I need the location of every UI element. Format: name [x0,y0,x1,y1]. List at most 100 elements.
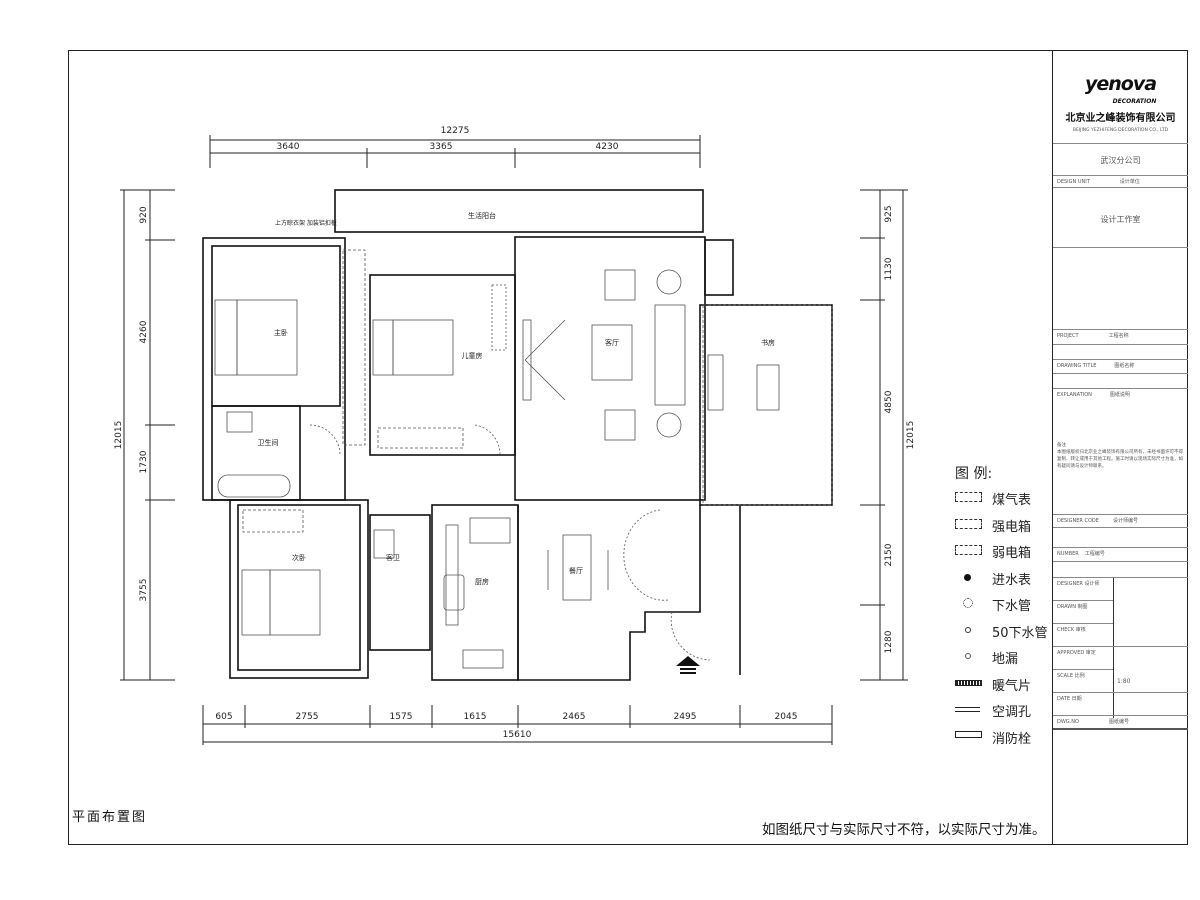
legend-label: 消防栓 [992,731,1032,747]
legend-item: 50下水管 [955,622,1048,649]
dimension-bottom [202,705,833,745]
dimension-disclaimer: 如图纸尺寸与实际尺寸不符，以实际尺寸为准。 [762,822,1046,838]
title-block: yenova DECORATION 北京业之峰装饰有限公司 BEIJING YE… [1052,50,1188,845]
legend-item: 弱电箱 [955,542,1048,569]
dim-left: 4260 [139,320,149,343]
radiator-icon [955,679,982,686]
label: DESIGNER [1057,581,1083,587]
legend-label: 地漏 [992,652,1019,667]
value: 审定 [1085,650,1096,656]
label: DWG.NO [1057,719,1079,725]
dim-bottom: 2045 [775,712,798,722]
room-label-kitchen: 厨房 [475,577,489,586]
dim-right: 925 [884,205,894,222]
drain-pipe-50-icon [965,626,971,633]
room-label-balcony: 生活阳台 [468,211,496,220]
drawing-title-field: DRAWING TITLE 图纸名称 [1053,360,1188,374]
drawing-frame [68,50,1188,845]
legend-label: 50下水管 [992,625,1048,641]
scale-value: 1:80 [1117,678,1131,685]
legend-label: 进水表 [992,572,1032,588]
value: 图纸编号 [1108,719,1129,725]
branch: 武汉分公司 [1053,144,1188,176]
label: APPROVED [1057,650,1085,656]
dim-left: 1730 [139,450,149,473]
fire-hydrant-icon [955,730,982,738]
signoff-date: DATE 日期 [1053,693,1188,716]
label: DATE [1057,696,1071,702]
drain-pipe-icon [963,598,973,608]
floor-plan: 12275 3640 3365 4230 605 2755 1575 1615 … [114,126,916,745]
value: 设计单位 [1119,179,1140,185]
value: 日期 [1071,696,1082,702]
furniture [214,249,833,669]
ac-hole-icon [955,707,980,712]
label: NUMBER [1057,551,1079,557]
legend-item: 煤气表 [955,489,1048,516]
room-label-dining: 餐厅 [569,566,583,575]
notes-label: 备注 [1057,443,1066,448]
legend-label: 弱电箱 [992,546,1032,561]
notes-text: 本图纸版权归北京业之峰装饰有限公司所有，未经书面许可不得复制、转让或用于其他工程… [1057,450,1183,469]
dim-bottom-total: 15610 [503,730,532,740]
dim-right-total: 12015 [906,421,916,450]
value: 审核 [1075,627,1086,633]
dim-right: 4850 [884,390,894,413]
signoff-approved: APPROVED 审定 [1053,647,1113,670]
company-logo: yenova [1084,73,1157,95]
room-label-child-room: 儿童房 [462,351,483,360]
floor-drain-icon [965,653,971,659]
value: 图纸说明 [1109,392,1130,398]
legend-item: 进水表 [955,569,1048,596]
value: 设计师 [1084,581,1100,587]
entrance-arrow-icon [676,656,700,674]
dim-bottom: 605 [215,712,232,722]
legend-label: 暖气片 [992,678,1032,694]
dim-bottom: 2755 [296,712,319,722]
explanation: EXPLANATION 图纸说明 备注本图纸版权归北京业之峰装饰有限公司所有，未经… [1053,389,1188,513]
value: 制图 [1077,604,1088,610]
label: EXPLANATION [1057,392,1092,398]
dim-right: 1130 [884,257,894,280]
strong-electric-box-icon [955,518,982,529]
company-name: 北京业之峰装饰有限公司 [1065,113,1176,124]
legend-item: 地漏 [955,648,1048,675]
value: 工程编号 [1084,551,1105,557]
legend: 图 例: 煤气表 强电箱 弱电箱 进水表 下水管 50下水管 地漏 暖气片 空调… [955,463,1048,754]
legend-item: 消防栓 [955,728,1048,755]
room-label-bathroom: 卫生间 [258,438,279,447]
value: 设计师编号 [1112,518,1138,524]
studio: 设计工作室 [1053,188,1188,248]
company-name-en: BEIJING YEZHIFENG DECORATION CO., LTD [1072,128,1169,133]
room-label-guest-bath: 客卫 [386,553,400,562]
legend-item: 下水管 [955,595,1048,622]
label: DRAWN [1057,604,1076,610]
legend-label: 空调孔 [992,705,1032,720]
dim-bottom: 2465 [563,712,586,722]
label: DRAWING TITLE [1057,363,1097,369]
signoff-check: CHECK 审核 [1053,624,1188,647]
value: 图纸名称 [1114,363,1135,369]
dim-left-total: 12015 [114,421,124,450]
dim-left: 920 [139,206,149,223]
label: PROJECT [1057,333,1079,339]
dim-left: 3755 [139,579,149,602]
drawing-title: 平面布置图 [72,810,148,825]
water-meter-icon [964,573,971,581]
room-label-second-bedroom: 次卧 [292,553,306,562]
logo-subtitle: DECORATION [1112,98,1157,105]
dim-bottom: 1575 [390,712,413,722]
legend-item: 强电箱 [955,516,1048,543]
legend-label: 煤气表 [992,493,1032,508]
weak-electric-box-icon [955,545,982,555]
legend-title: 图 例: [955,466,993,482]
legend-label: 强电箱 [992,519,1032,535]
dimension-top [209,135,701,168]
legend-item: 空调孔 [955,701,1048,728]
dimension-left [120,189,175,681]
dim-bottom: 2495 [674,712,697,722]
